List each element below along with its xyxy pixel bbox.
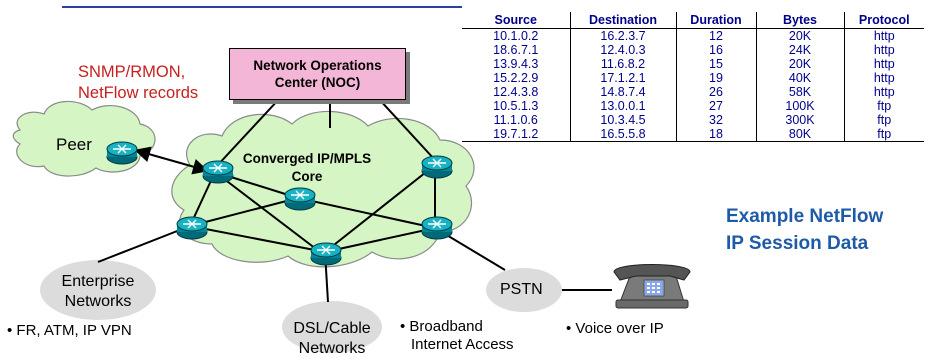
dsl-label: DSL/Cable Networks bbox=[282, 319, 382, 359]
table-cell: 20K bbox=[756, 28, 845, 43]
telephone-icon bbox=[613, 264, 691, 309]
table-header-cell: Bytes bbox=[756, 12, 845, 29]
table-cell: ftp bbox=[877, 113, 892, 127]
core-cloud bbox=[171, 110, 475, 268]
table-cell: 12 bbox=[676, 28, 757, 43]
broadband-bullet-line: • Broadband bbox=[400, 318, 483, 335]
table-cell: http bbox=[873, 43, 895, 57]
enterprise-cloud bbox=[40, 260, 156, 320]
enterprise-label: Enterprise Networks bbox=[48, 272, 148, 312]
table-cell: 13.9.4.3 bbox=[462, 57, 571, 71]
broadband-bullet: • Broadband Internet Access bbox=[400, 318, 514, 354]
table-cell: 32 bbox=[676, 113, 757, 127]
table-cell: 11.1.0.6 bbox=[462, 113, 571, 127]
table-cell: 12.4.0.3 bbox=[570, 43, 677, 57]
table-cell: 10.5.1.3 bbox=[462, 99, 571, 113]
table-cell: ftp bbox=[877, 99, 892, 113]
table-cell: 15 bbox=[676, 57, 757, 71]
pstn-cloud bbox=[486, 268, 562, 312]
table-cell: 13.0.0.1 bbox=[570, 99, 677, 113]
core-label: Converged IP/MPLS Core bbox=[232, 150, 382, 186]
core-router-icon bbox=[421, 155, 453, 179]
core-router-icon bbox=[284, 187, 316, 211]
table-cell: 20K bbox=[756, 57, 845, 71]
table-cell: 80K bbox=[756, 127, 845, 142]
core-router-icon bbox=[421, 216, 453, 240]
records-label: SNMP/RMON, NetFlow records bbox=[78, 62, 198, 104]
netflow-title-line: Example NetFlow bbox=[726, 206, 884, 227]
table-cell: http bbox=[873, 29, 895, 43]
table-cell: 10.3.4.5 bbox=[570, 113, 677, 127]
table-header-cell: Protocol bbox=[844, 12, 924, 29]
table-cell: 10.1.0.2 bbox=[462, 28, 571, 43]
table-cell: 26 bbox=[676, 85, 757, 99]
table-header-cell: Source bbox=[462, 12, 571, 29]
table-cell: 11.6.8.2 bbox=[570, 57, 677, 71]
pstn-label: PSTN bbox=[500, 281, 543, 298]
netflow-title: Example NetFlow IP Session Data bbox=[726, 203, 883, 257]
table-cell: 58K bbox=[756, 85, 845, 99]
core-router-icon bbox=[310, 242, 342, 266]
table-header-cell: Destination bbox=[570, 12, 677, 29]
table-cell: 15.2.2.9 bbox=[462, 71, 571, 85]
broadband-bullet-line: Internet Access bbox=[411, 336, 514, 353]
table-cell: http bbox=[873, 71, 895, 85]
table-cell: ftp bbox=[844, 127, 924, 142]
core-label-line: Core bbox=[291, 169, 323, 184]
netflow-title-line: IP Session Data bbox=[726, 233, 869, 254]
table-cell: 12.4.3.8 bbox=[462, 85, 571, 99]
table-cell: 16.2.3.7 bbox=[570, 28, 677, 43]
table-cell: 16.5.5.8 bbox=[570, 127, 677, 142]
header-rule bbox=[62, 6, 462, 8]
core-router-icon bbox=[202, 160, 234, 184]
core-router-icon bbox=[176, 216, 208, 240]
enterprise-bullet: • FR, ATM, IP VPN bbox=[7, 322, 132, 339]
dsl-label-line: Networks bbox=[298, 340, 366, 357]
dsl-label-line: DSL/Cable bbox=[293, 320, 371, 337]
enterprise-label-line: Networks bbox=[64, 293, 132, 310]
table-cell: 40K bbox=[756, 71, 845, 85]
table-cell: 24K bbox=[756, 43, 845, 57]
table-cell: 19.7.1.2 bbox=[462, 127, 571, 142]
table-cell: 27 bbox=[676, 99, 757, 113]
table-cell: http bbox=[873, 85, 895, 99]
records-label-line: SNMP/RMON, bbox=[78, 63, 186, 81]
table-cell: 18.6.7.1 bbox=[462, 43, 571, 57]
table-cell: 300K bbox=[756, 113, 845, 127]
table-cell: 14.8.7.4 bbox=[570, 85, 677, 99]
peer-link bbox=[134, 146, 209, 175]
table-cell: 100K bbox=[756, 99, 845, 113]
table-cell: 17.1.2.1 bbox=[570, 71, 677, 85]
records-label-line: NetFlow records bbox=[78, 84, 199, 102]
voice-bullet: • Voice over IP bbox=[566, 320, 664, 337]
table-cell: 16 bbox=[676, 43, 757, 57]
enterprise-label-line: Enterprise bbox=[61, 273, 135, 290]
noc-box: Network Operations Center (NOC) bbox=[229, 48, 406, 100]
table-cell: 19 bbox=[676, 71, 757, 85]
table-cell: 18 bbox=[676, 127, 757, 142]
table-header-cell: Duration bbox=[676, 12, 757, 29]
peer-label: Peer bbox=[56, 135, 92, 154]
dsl-cloud bbox=[282, 301, 382, 353]
peer-router-icon bbox=[106, 141, 138, 165]
core-label-line: Converged IP/MPLS bbox=[242, 151, 372, 166]
table-cell: http bbox=[873, 57, 895, 71]
